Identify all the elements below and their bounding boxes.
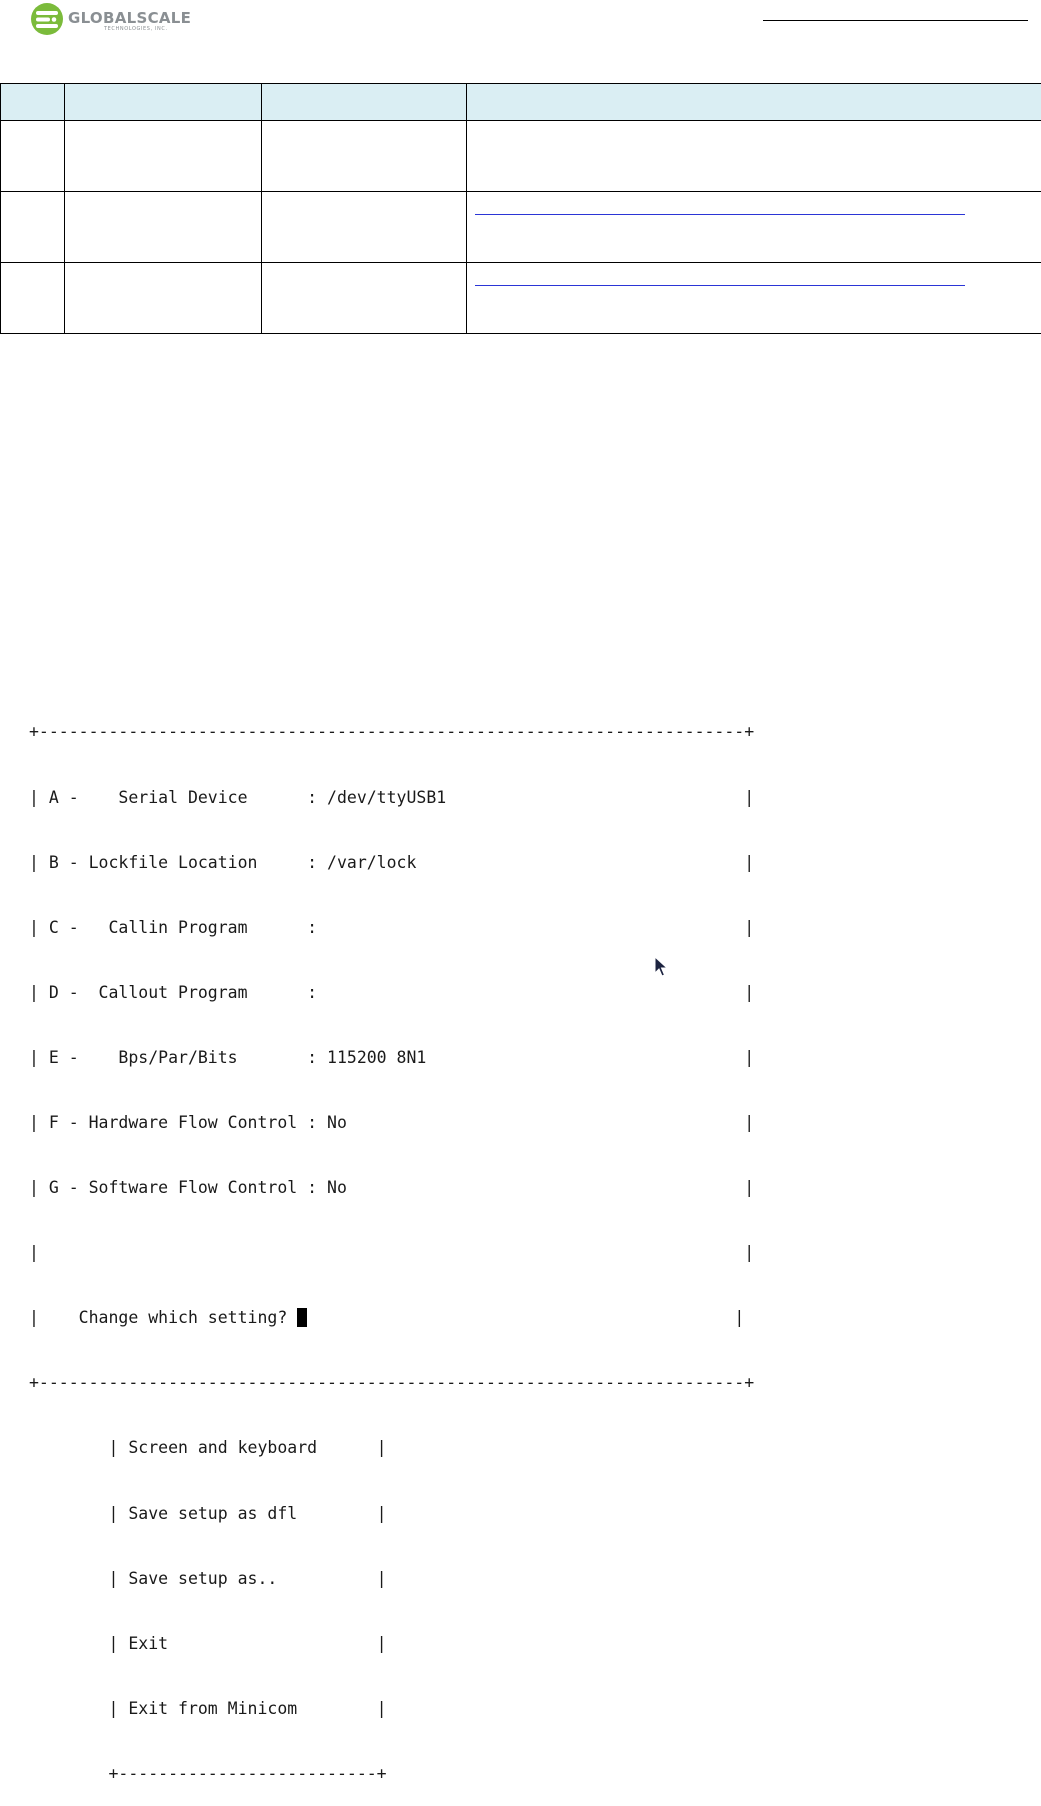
menu-item-exit[interactable]: | Exit | [29,1633,754,1655]
table-cell [467,192,1041,263]
table-cell [1,121,65,192]
menu-item-save-setup-as-dfl[interactable]: | Save setup as dfl | [29,1503,754,1525]
globalscale-logo: GLOBALSCALE TECHNOLOGIES, INC. [30,2,220,38]
table-row [1,192,1041,263]
globalscale-logo-icon [30,2,64,36]
prompt-line[interactable]: | Change which setting? | [29,1307,754,1329]
menu-border: +---------------------------------------… [29,721,754,743]
table-cell [467,263,1041,334]
table-cell [1,192,65,263]
table-header-cell [467,84,1041,121]
table-header-cell [262,84,467,121]
minicom-serial-setup: +---------------------------------------… [29,678,754,1806]
header-rule [763,20,1028,21]
table-cell [65,192,262,263]
setting-callin-program[interactable]: | C - Callin Program : | [29,917,754,939]
setting-bps-par-bits[interactable]: | E - Bps/Par/Bits : 115200 8N1 | [29,1047,754,1069]
table-row [1,121,1041,192]
table-cell [262,263,467,334]
change-setting-prompt: | Change which setting? [29,1308,297,1327]
menu-blank-line: | | [29,1242,754,1264]
table-cell [1,263,65,334]
table-header-row [1,84,1041,121]
brand-name: GLOBALSCALE [68,9,191,27]
setting-lockfile-location[interactable]: | B - Lockfile Location : /var/lock | [29,852,754,874]
setting-hardware-flow-control[interactable]: | F - Hardware Flow Control : No | [29,1112,754,1134]
menu-item-exit-from-minicom[interactable]: | Exit from Minicom | [29,1698,754,1720]
table-cell [65,121,262,192]
hyperlink[interactable] [475,214,965,215]
menu-border: +--------------------------+ [29,1763,754,1785]
table-header-cell [1,84,65,121]
brand-tagline: TECHNOLOGIES, INC. [104,26,168,32]
table-cell [467,121,1041,192]
table-cell [65,263,262,334]
setting-software-flow-control[interactable]: | G - Software Flow Control : No | [29,1177,754,1199]
menu-border: +---------------------------------------… [29,1372,754,1394]
menu-item-screen-and-keyboard[interactable]: | Screen and keyboard | [29,1437,754,1459]
table-row [1,263,1041,334]
table-cell [262,192,467,263]
mouse-pointer-icon [654,956,668,978]
table-cell [262,121,467,192]
prompt-border: | [307,1308,744,1327]
menu-item-save-setup-as[interactable]: | Save setup as.. | [29,1568,754,1590]
table-header-cell [65,84,262,121]
text-cursor [297,1308,307,1327]
revision-table [0,83,1041,334]
hyperlink[interactable] [475,285,965,286]
setting-callout-program[interactable]: | D - Callout Program : | [29,982,754,1004]
setting-serial-device[interactable]: | A - Serial Device : /dev/ttyUSB1 | [29,787,754,809]
